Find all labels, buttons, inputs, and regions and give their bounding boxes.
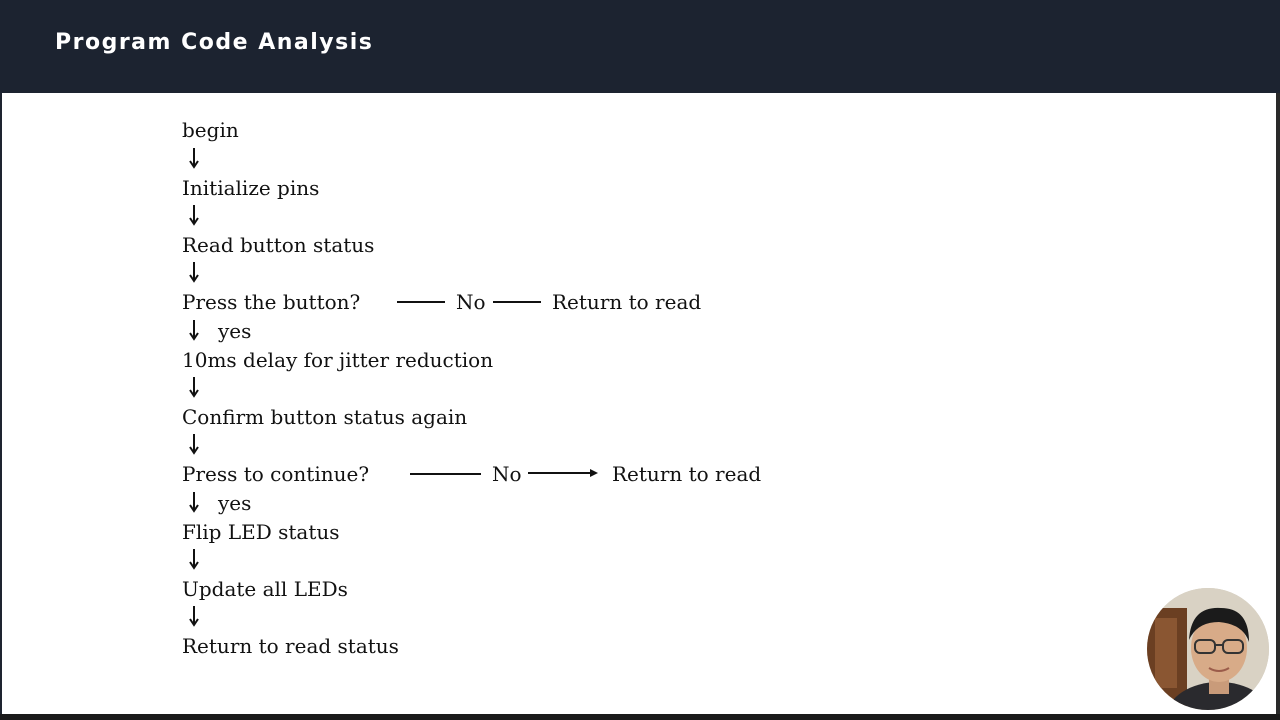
branch-no-label: No bbox=[456, 290, 486, 314]
down-arrow-icon bbox=[189, 148, 199, 169]
down-arrow-icon bbox=[189, 262, 199, 283]
branch-line bbox=[493, 301, 541, 303]
branch-target: Return to read bbox=[552, 290, 702, 314]
flow-step-return: Return to read status bbox=[182, 634, 399, 658]
yes-label: yes bbox=[218, 319, 252, 343]
right-arrow-icon bbox=[528, 469, 598, 477]
slide-title: Program Code Analysis bbox=[55, 30, 374, 55]
down-arrow-icon bbox=[189, 377, 199, 398]
flow-step-update-leds: Update all LEDs bbox=[182, 577, 348, 601]
flow-step-decision-press: Press the button? bbox=[182, 290, 361, 314]
branch-target: Return to read bbox=[612, 462, 762, 486]
presenter-avatar bbox=[1147, 588, 1269, 710]
flow-step-initialize: Initialize pins bbox=[182, 176, 320, 200]
window-edge bbox=[1276, 93, 1280, 714]
flow-step-confirm: Confirm button status again bbox=[182, 405, 468, 429]
down-arrow-icon bbox=[189, 492, 199, 513]
branch-line bbox=[410, 473, 481, 475]
bottom-bar bbox=[0, 714, 1280, 720]
down-arrow-icon bbox=[189, 434, 199, 455]
down-arrow-icon bbox=[189, 549, 199, 570]
down-arrow-icon bbox=[189, 205, 199, 226]
flow-step-begin: begin bbox=[182, 118, 239, 142]
slide-body: begin Initialize pins Read button status… bbox=[2, 93, 1276, 714]
flow-step-flip-led: Flip LED status bbox=[182, 520, 340, 544]
flow-step-read-button: Read button status bbox=[182, 233, 375, 257]
slide-header: Program Code Analysis bbox=[0, 0, 1280, 93]
down-arrow-icon bbox=[189, 606, 199, 627]
flow-step-delay: 10ms delay for jitter reduction bbox=[182, 348, 494, 372]
yes-label: yes bbox=[218, 491, 252, 515]
flowchart: begin Initialize pins Read button status… bbox=[182, 93, 982, 713]
presenter-webcam bbox=[1144, 585, 1272, 713]
down-arrow-icon bbox=[189, 320, 199, 341]
flow-step-decision-continue: Press to continue? bbox=[182, 462, 370, 486]
branch-no-label: No bbox=[492, 462, 522, 486]
branch-line bbox=[397, 301, 445, 303]
